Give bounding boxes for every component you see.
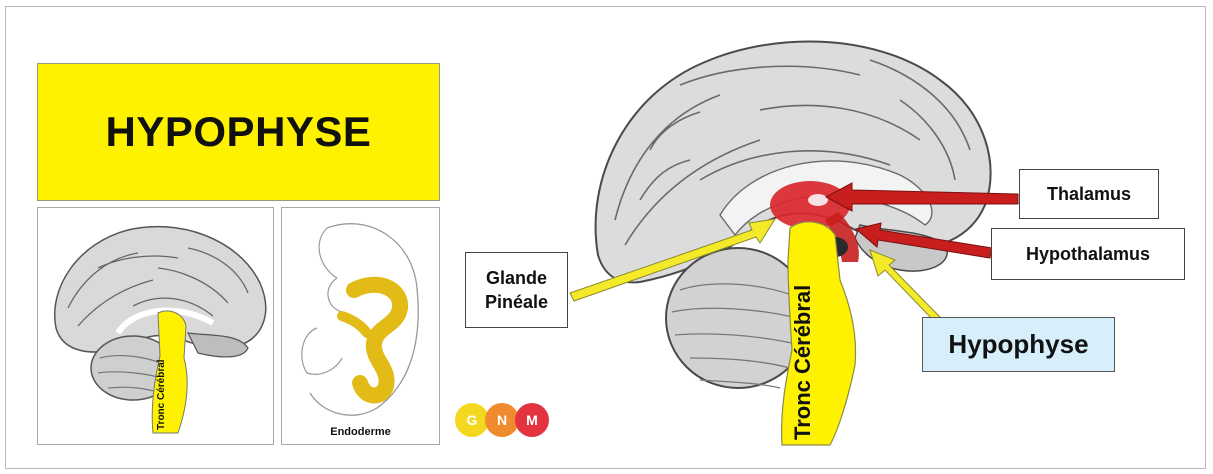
thalamus-label: Thalamus [1019,169,1159,219]
glande-pineale-label: Glande Pinéale [465,252,568,328]
tronc-cerebral-label: Tronc Cérébral [790,285,815,440]
glande-label-line2: Pinéale [485,290,548,314]
hypophyse-label: Hypophyse [922,317,1115,372]
glande-label-line1: Glande [486,266,547,290]
hypothalamus-label: Hypothalamus [991,228,1185,280]
